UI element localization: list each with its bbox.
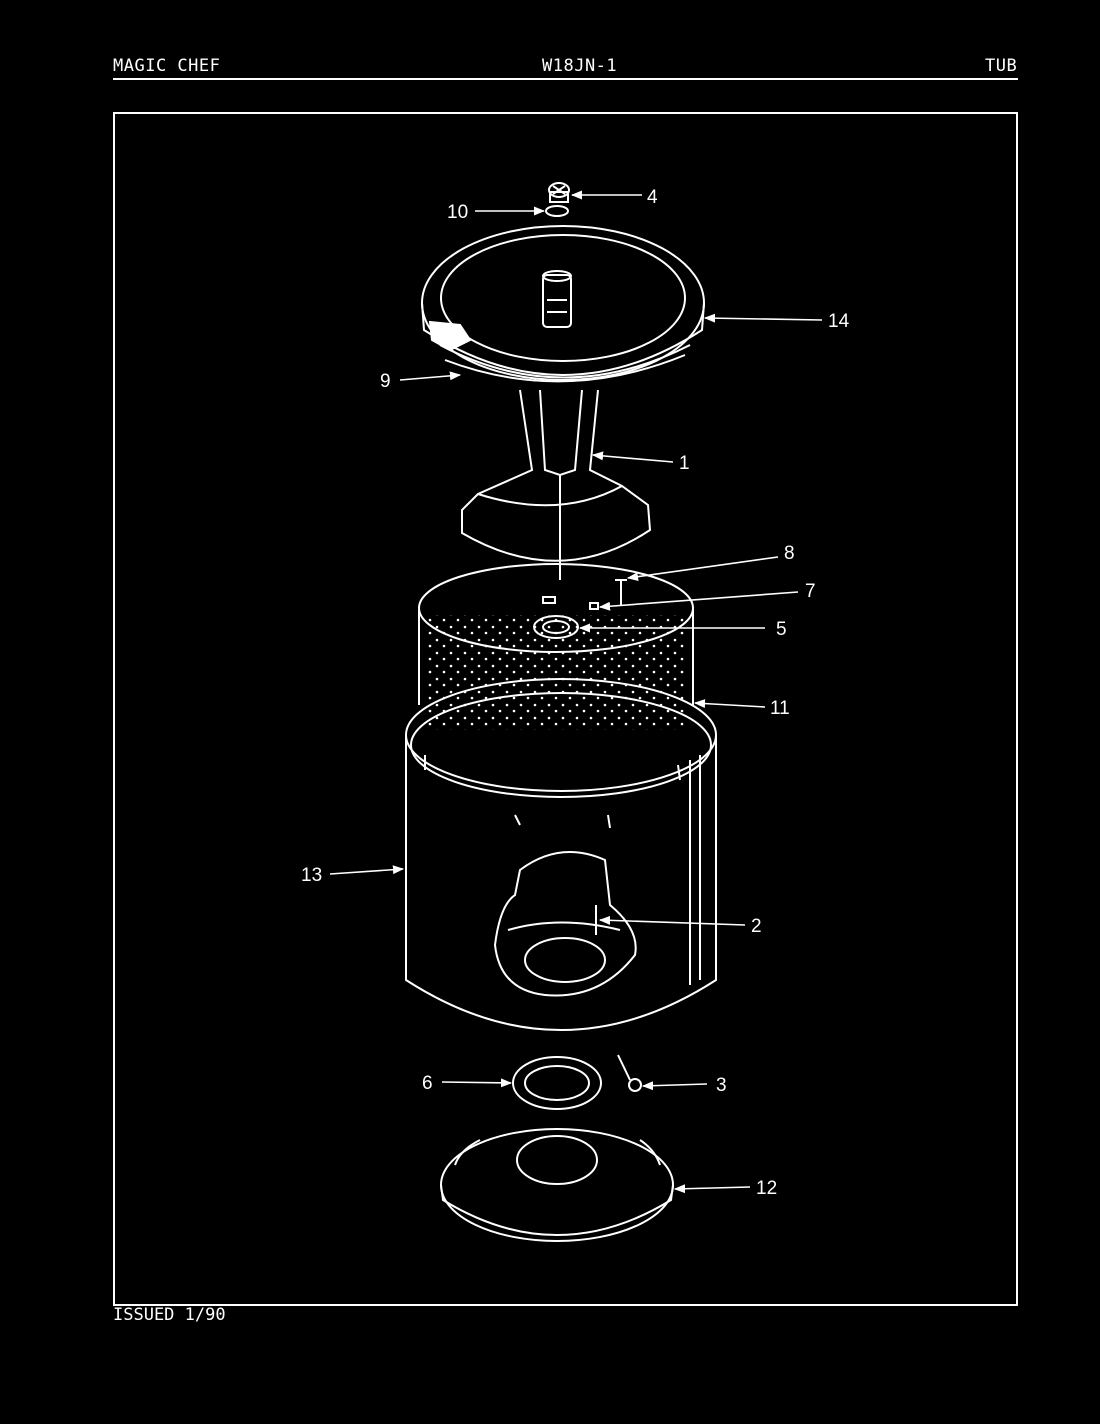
seal-part [545,205,569,217]
base-part [440,1128,674,1242]
callout-13: 13 [301,865,322,886]
callout-14: 14 [828,311,850,332]
brand-title: MAGIC CHEF [113,56,221,76]
callout-1: 1 [679,453,690,474]
diagram-frame [113,112,1018,1306]
callout-12: 12 [756,1178,777,1199]
flange-ring-part [512,1056,602,1110]
tub-ring-part [421,225,705,381]
callout-4: 4 [647,187,658,208]
callout-3: 3 [716,1075,727,1096]
header-rule [113,78,1018,80]
bolt-part [617,1054,642,1092]
screw-part [615,579,627,605]
agitator-post [542,270,572,328]
leader-lines [329,190,823,1194]
callout-7: 7 [805,581,816,602]
outer-tub-part [405,678,717,1031]
agitator-base-part [493,851,637,997]
callout-2: 2 [751,916,762,937]
callout-10: 10 [447,202,468,223]
callout-8: 8 [784,543,795,564]
callout-5: 5 [776,619,787,640]
gasket-part [444,354,686,383]
callout-9: 9 [380,371,391,392]
section-title: TUB [985,56,1018,76]
callout-11: 11 [770,698,790,719]
callout-6: 6 [422,1073,433,1094]
callout-labels: 4 10 14 9 1 8 7 5 11 13 2 6 3 12 [301,187,850,1199]
issued-date: ISSUED 1/90 [113,1305,226,1325]
spin-basket-part [418,563,694,730]
model-number: W18JN-1 [542,56,618,76]
agitator-part [461,389,652,580]
cap-part [548,182,570,203]
